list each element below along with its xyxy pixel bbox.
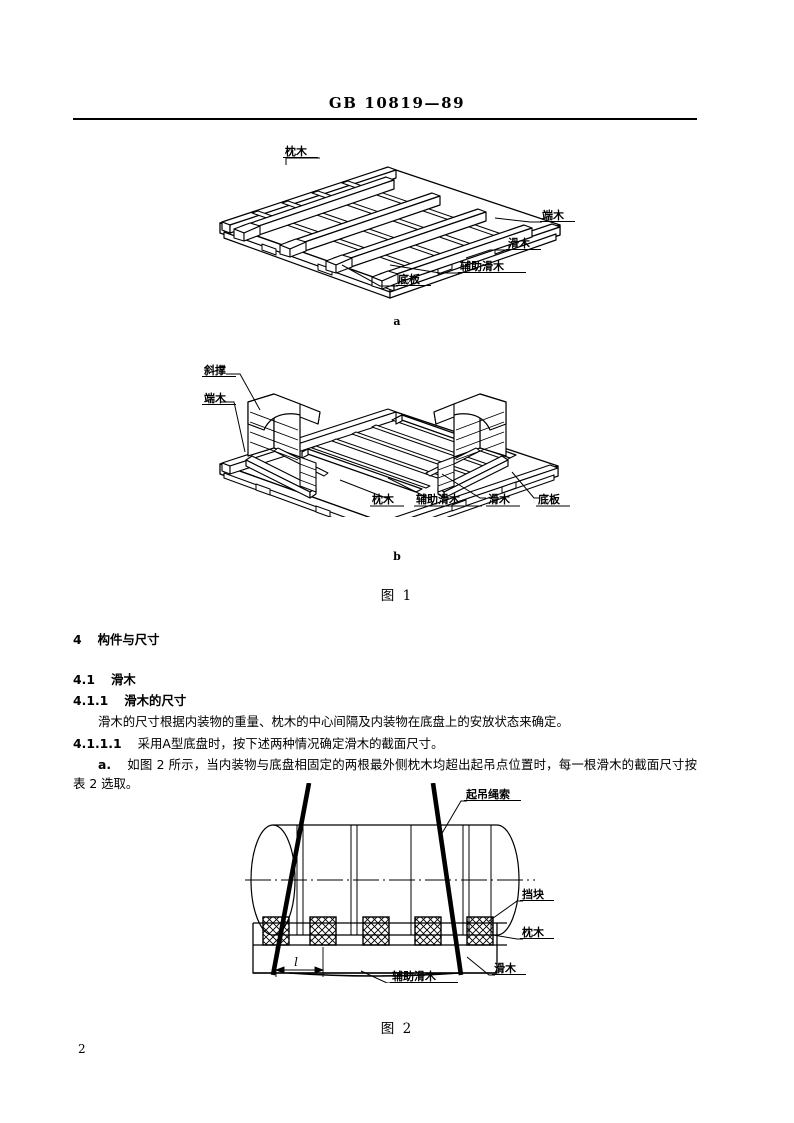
figure-1-caption: 图 1 bbox=[380, 588, 414, 604]
figure-2-dimension-l: l bbox=[294, 955, 298, 969]
figure-1b: 斜撑 端木 枕木 辅助滑木 滑木 底板 bbox=[190, 352, 590, 539]
section-4-1-title: 滑木 bbox=[110, 672, 136, 687]
figure-1a-label-sleeper: 枕木 bbox=[285, 144, 308, 158]
figure-2-label-block: 挡块 bbox=[522, 887, 545, 901]
figure-2-sleeper-block bbox=[362, 916, 390, 946]
section-4-1-1-heading: 4.1.1 滑木的尺寸 bbox=[73, 691, 697, 710]
section-4-1-1-title: 滑木的尺寸 bbox=[124, 693, 187, 708]
section-4-title: 构件与尺寸 bbox=[97, 632, 160, 647]
item-a-text: 如图 2 所示，当内装物与底盘相固定的两根最外侧枕木均超出起吊点位置时，每一根滑… bbox=[73, 757, 697, 791]
section-4-number: 4 bbox=[73, 632, 82, 647]
header-divider-rule bbox=[73, 118, 697, 120]
figure-1a-label-end-beam: 端木 bbox=[542, 208, 565, 222]
figure-2-sleeper-block bbox=[414, 916, 442, 946]
figure-1b-sub-caption: b bbox=[393, 550, 401, 563]
section-4-1-1-1-text: 采用A型底盘时，按下述两种情况确定滑木的截面尺寸。 bbox=[137, 736, 444, 751]
figure-1a-sub-caption: a bbox=[393, 315, 401, 328]
figure-2-sleeper-block bbox=[466, 916, 494, 946]
section-4-1-1-number: 4.1.1 bbox=[73, 693, 109, 708]
figure-2: l 起吊绳索 挡块 枕木 辅助滑木 bbox=[245, 782, 575, 988]
figure-2-drawing: l 起吊绳索 挡块 枕木 辅助滑木 bbox=[245, 782, 554, 984]
page-number: 2 bbox=[78, 1042, 86, 1056]
section-4-1-heading: 4.1 滑木 bbox=[73, 670, 697, 689]
figure-1a-label-aux-skid: 辅助滑木 bbox=[460, 259, 505, 273]
figure-1a-drawing: 枕木 端木 滑木 辅助滑木 底板 bbox=[219, 144, 575, 299]
figure-1b-label-skid: 滑木 bbox=[488, 492, 511, 506]
figure-2-lifting-rope bbox=[430, 782, 464, 976]
figure-2-label-aux-skid: 辅助滑木 bbox=[392, 969, 437, 983]
figure-2-label-lifting-rope: 起吊绳索 bbox=[465, 787, 510, 801]
figure-2-caption: 图 2 bbox=[380, 1021, 414, 1037]
figure-1b-drawing: 斜撑 端木 枕木 辅助滑木 滑木 底板 bbox=[202, 363, 570, 539]
figure-1b-label-base-plate: 底板 bbox=[538, 492, 561, 506]
figure-1b-label-sleeper: 枕木 bbox=[372, 492, 395, 506]
section-4-1-1-1-number: 4.1.1.1 bbox=[73, 736, 122, 751]
figure-1a-label-skid: 滑木 bbox=[508, 236, 531, 250]
section-4-1-1-1-paragraph: 4.1.1.1 采用A型底盘时，按下述两种情况确定滑木的截面尺寸。 bbox=[73, 734, 697, 753]
item-a-marker: a. bbox=[98, 757, 112, 772]
figure-2-sleeper-block bbox=[309, 916, 337, 946]
figure-1a: 枕木 端木 滑木 辅助滑木 底板 bbox=[190, 140, 590, 320]
figure-1b-label-brace: 斜撑 bbox=[203, 363, 226, 377]
section-4-1-number: 4.1 bbox=[73, 672, 95, 687]
figure-1a-label-base-plate: 底板 bbox=[398, 272, 421, 286]
paragraph-4-1-1: 滑木的尺寸根据内装物的重量、枕木的中心间隔及内装物在底盘上的安放状态来确定。 bbox=[98, 714, 569, 729]
figure-1b-label-aux-skid: 辅助滑木 bbox=[416, 492, 461, 506]
figure-2-lifting-rope bbox=[270, 782, 312, 976]
item-a-paragraph: a.如图 2 所示，当内装物与底盘相固定的两根最外侧枕木均超出起吊点位置时，每一… bbox=[73, 755, 697, 793]
page-header-standard-number: GB 10819—89 bbox=[328, 94, 466, 112]
section-4-heading: 4 构件与尺寸 bbox=[73, 630, 697, 649]
figure-2-label-skid: 滑木 bbox=[494, 961, 517, 975]
figure-2-label-sleeper: 枕木 bbox=[522, 925, 545, 939]
figure-1b-label-end-beam: 端木 bbox=[204, 391, 227, 405]
